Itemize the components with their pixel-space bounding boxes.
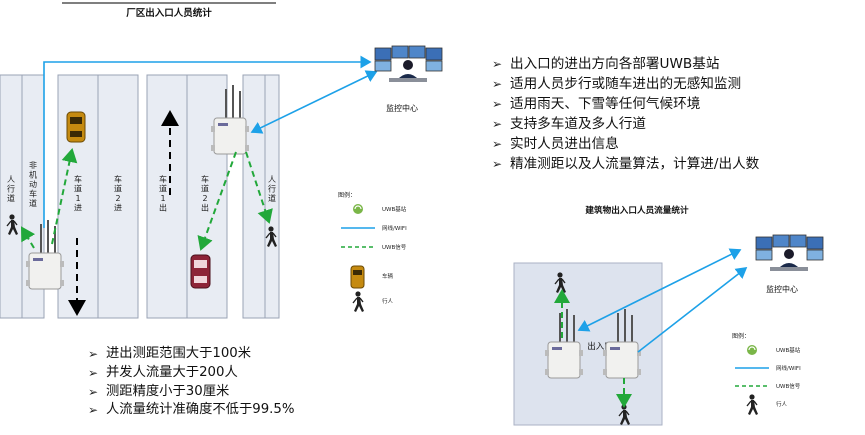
- pedestrian-lane-right-inner: [242, 74, 266, 319]
- lane-label: 非机动车道: [29, 160, 37, 208]
- legend-item-label: UWB信号: [776, 382, 801, 390]
- lane-2-in: [97, 74, 139, 319]
- bullet-item: ➢ 进出测距范围大于100米: [88, 345, 295, 364]
- uwb-station-icon: [747, 345, 757, 355]
- bullet-text: 适用雨天、下雪等任何气候环境: [510, 96, 701, 112]
- bullet-item: ➢ 精准测距以及人流量算法，计算进/出人数: [492, 154, 759, 174]
- bullet-item: ➢ 实时人员进出信息: [492, 134, 759, 154]
- bullet-item: ➢ 人流量统计准确度不低于99.5%: [88, 401, 295, 420]
- page-title: 厂区出入口人员统计: [126, 7, 212, 19]
- monitor-center-icon: [755, 234, 824, 272]
- legend-item-label: UWB信号: [382, 243, 407, 251]
- vehicle-icon: [350, 265, 365, 289]
- bullet-text: 实时人员进出信息: [510, 136, 619, 152]
- wifi-link-line: [43, 55, 372, 228]
- legend-title: 图例：: [732, 332, 750, 340]
- bullet-item: ➢ 测距精度小于30厘米: [88, 383, 295, 402]
- wifi-link-line: [577, 248, 742, 332]
- arrow-bullet-icon: ➢: [88, 403, 99, 418]
- legend-item-label: UWB基站: [776, 346, 801, 354]
- legend-item-label: 行人: [776, 400, 788, 408]
- feature-list: ➢ 出入口的进出方向各部署UWB基站 ➢ 适用人员步行或随车进出的无感知监测 ➢ 适用雨天…: [492, 54, 759, 174]
- legend-item-label: UWB基站: [382, 205, 407, 213]
- uwb-signal-line: [51, 148, 78, 245]
- legend-title: 图例：: [338, 191, 356, 199]
- arrow-bullet-icon: ➢: [88, 384, 99, 399]
- bullet-text: 精准测距以及人流量算法，计算进/出人数: [510, 156, 760, 172]
- arrow-bullet-icon: ➢: [88, 365, 99, 380]
- bullet-text: 测距精度小于30厘米: [106, 383, 230, 399]
- vehicle-icon: [190, 254, 211, 289]
- road-block-right: [146, 74, 280, 319]
- bullet-item: ➢ 支持多车道及多人行道: [492, 114, 759, 134]
- bullet-item: ➢ 并发人流量大于200人: [88, 364, 295, 383]
- entrance-label: 出入口: [587, 341, 613, 352]
- bullet-item: ➢ 适用人员步行或随车进出的无感知监测: [492, 74, 759, 94]
- uwb-signal-line: [245, 151, 273, 224]
- uwb-signal-line: [197, 151, 237, 251]
- legend-item-label: 网线/WIFI: [382, 224, 407, 232]
- lane-1-out: [146, 74, 188, 319]
- bullet-item: ➢ 适用雨天、下雪等任何气候环境: [492, 94, 759, 114]
- pedestrian-icon: [352, 290, 365, 313]
- uwb-signal-line: [20, 226, 36, 249]
- uwb-station-icon: [353, 204, 363, 214]
- arrow-bullet-icon: ➢: [88, 347, 99, 361]
- monitor-center-label: 监控中心: [766, 284, 798, 294]
- bullet-text: 出入口的进出方向各部署UWB基站: [510, 56, 720, 72]
- arrow-bullet-icon: ➢: [492, 57, 503, 71]
- wifi-link-line: [637, 267, 748, 353]
- bullet-text: 支持多车道及多人行道: [510, 116, 646, 132]
- legend-item-label: 行人: [382, 297, 394, 305]
- lane-label: 人行道: [268, 175, 276, 203]
- pedestrian-icon: [746, 393, 759, 416]
- lane-label: 人行道: [7, 175, 15, 203]
- bullet-text: 适用人员步行或随车进出的无感知监测: [510, 76, 742, 92]
- monitor-center-label: 监控中心: [386, 103, 418, 113]
- bullet-text: 并发人流量大于200人: [106, 364, 238, 380]
- bullet-item: ➢ 出入口的进出方向各部署UWB基站: [492, 54, 759, 74]
- wifi-link-line: [250, 70, 378, 134]
- arrow-bullet-icon: ➢: [492, 117, 503, 131]
- bullet-text: 进出测距范围大于100米: [106, 346, 252, 361]
- legend-item-label: 网线/WIFI: [776, 364, 801, 372]
- legend-item-label: 车辆: [382, 272, 394, 280]
- arrow-bullet-icon: ➢: [492, 157, 503, 171]
- arrow-bullet-icon: ➢: [492, 77, 503, 91]
- vehicle-icon: [66, 111, 86, 143]
- spec-list: ➢ 进出测距范围大于100米 ➢ 并发人流量大于200人 ➢ 测距精度小于30厘米 ➢ 人流量…: [88, 345, 295, 420]
- bullet-text: 人流量统计准确度不低于99.5%: [106, 402, 295, 418]
- building-subtitle: 建筑物出入口人员流量统计: [584, 204, 689, 216]
- arrow-bullet-icon: ➢: [492, 137, 503, 151]
- arrow-bullet-icon: ➢: [492, 97, 503, 111]
- monitor-center-icon: [374, 45, 443, 83]
